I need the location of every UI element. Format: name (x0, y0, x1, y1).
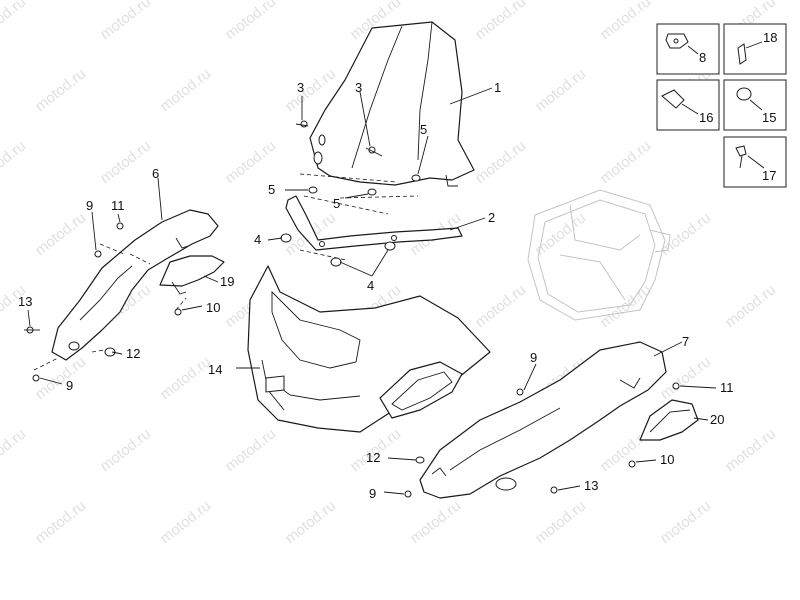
left-indicator (159, 255, 225, 295)
watermark-text: motod.ru (32, 497, 89, 547)
front-grille (379, 361, 463, 419)
callout-3b: 3 (355, 80, 362, 95)
callout-15: 15 (762, 110, 776, 125)
ref-box-15 (723, 79, 787, 131)
callout-14: 14 (208, 362, 222, 377)
reference-boxes (656, 23, 787, 188)
watermark-text: motod.ru (222, 137, 279, 187)
callout-2: 2 (488, 210, 495, 225)
callout-19: 19 (220, 274, 234, 289)
watermark-text: motod.ru (157, 497, 214, 547)
windscreen (309, 21, 475, 187)
ref-box-17 (723, 136, 787, 188)
watermark-text: motod.ru (282, 497, 339, 547)
callout-7: 7 (682, 334, 689, 349)
watermark-text: motod.ru (32, 209, 89, 259)
left-side-panel (51, 209, 219, 361)
watermark-text: motod.ru (657, 353, 714, 403)
watermark-text: motod.ru (0, 425, 29, 475)
ref-box-18 (723, 23, 787, 75)
callout-numbers: 1 2 3 3 4 4 5 5 5 6 7 8 9 9 9 9 10 10 11… (18, 30, 777, 501)
watermark-text: motod.ru (597, 137, 654, 187)
windscreen-bracket (285, 195, 463, 251)
callout-3a: 3 (297, 80, 304, 95)
callout-12b: 12 (366, 450, 380, 465)
callout-6: 6 (152, 166, 159, 181)
watermark-text: motod.ru (722, 281, 779, 331)
watermark-text: motod.ru (532, 497, 589, 547)
callout-11b: 11 (720, 380, 734, 395)
callout-10b: 10 (660, 452, 674, 467)
watermark-text: motod.ru (722, 425, 779, 475)
callout-13a: 13 (18, 294, 32, 309)
watermark-text: motod.ru (472, 137, 529, 187)
callout-9b: 9 (66, 378, 73, 393)
ref-box-16 (656, 79, 720, 131)
watermark-text: motod.ru (472, 0, 529, 43)
callout-16: 16 (699, 110, 713, 125)
watermark-text: motod.ru (472, 281, 529, 331)
watermark-text: motod.ru (657, 497, 714, 547)
callout-4a: 4 (254, 232, 261, 247)
callout-9a: 9 (86, 198, 93, 213)
watermark-text: motod.ru (532, 65, 589, 115)
ref-box-8 (656, 23, 720, 75)
callout-9d: 9 (369, 486, 376, 501)
watermark-text: motod.ru (0, 137, 29, 187)
right-side-panel (419, 341, 667, 499)
watermark-text: motod.ru (222, 425, 279, 475)
watermark-text: motod.ru (0, 0, 29, 43)
right-indicator (639, 399, 699, 441)
callout-5c: 5 (333, 196, 340, 211)
watermark-text: motod.ru (157, 353, 214, 403)
watermark-text: motod.ru (97, 137, 154, 187)
callout-17: 17 (762, 168, 776, 183)
watermark-text: motod.ru (532, 209, 589, 259)
watermark-text: motod.ru (222, 0, 279, 43)
watermark-text: motod.ru (597, 281, 654, 331)
callout-4b: 4 (367, 278, 374, 293)
callout-12a: 12 (126, 346, 140, 361)
callout-8: 8 (699, 50, 706, 65)
watermark-text: motod.ru (97, 425, 154, 475)
callout-10a: 10 (206, 300, 220, 315)
watermark-text: motod.ru (97, 0, 154, 43)
watermark-text: motod.ru (407, 497, 464, 547)
watermark-text: motod.ru (597, 0, 654, 43)
leader-lines (27, 87, 717, 495)
assembly-lines (33, 173, 419, 371)
callout-5b: 5 (268, 182, 275, 197)
ghost-instrument-panel (527, 189, 671, 321)
callout-11a: 11 (111, 198, 125, 213)
callout-1: 1 (494, 80, 501, 95)
callout-5a: 5 (420, 122, 427, 137)
callout-18: 18 (763, 30, 777, 45)
callout-20: 20 (710, 412, 724, 427)
watermark-text: motod.ru (32, 65, 89, 115)
callout-13b: 13 (584, 478, 598, 493)
callout-9c: 9 (530, 350, 537, 365)
watermark-text: motod.ru (157, 65, 214, 115)
